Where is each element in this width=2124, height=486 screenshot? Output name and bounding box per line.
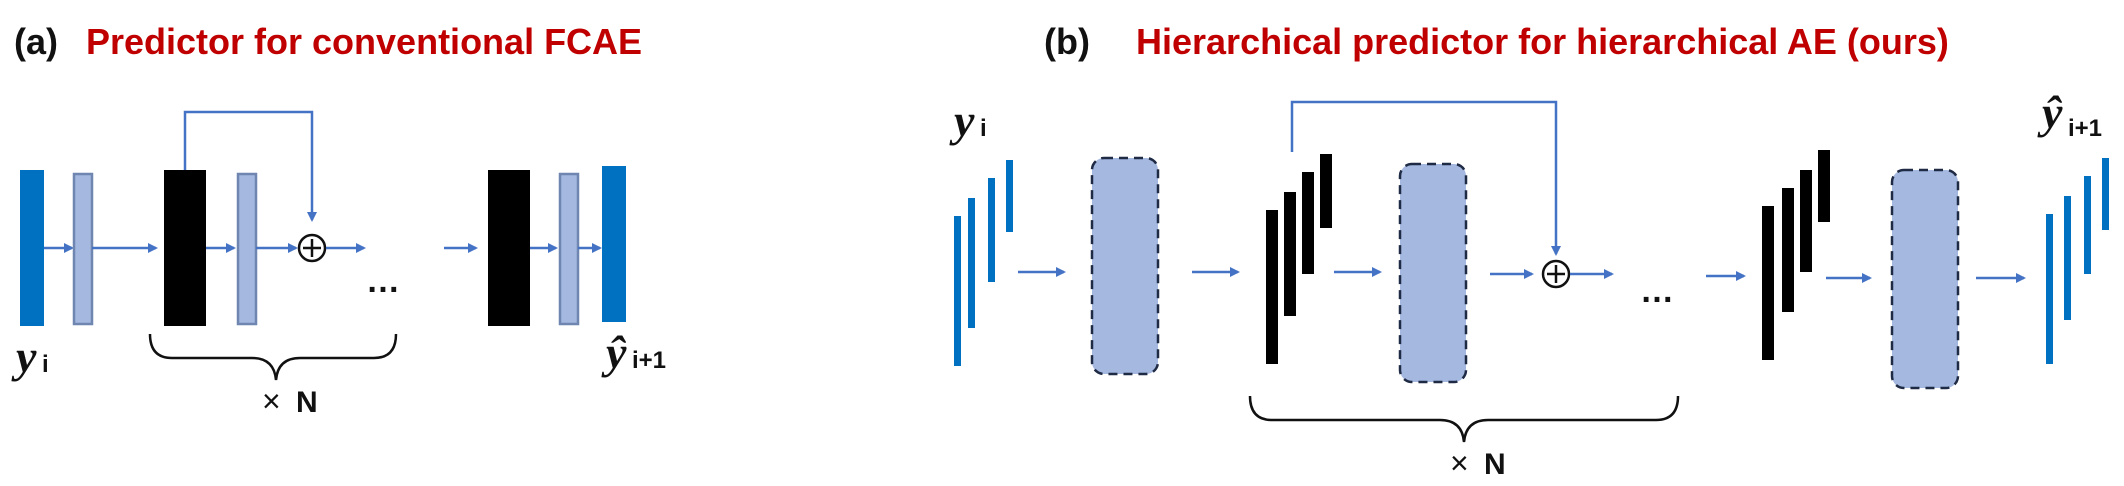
output-level-bar bbox=[2102, 158, 2109, 230]
black-block bbox=[488, 170, 530, 326]
repeat-times-symbol: × bbox=[262, 383, 281, 419]
skip-connection-arrow bbox=[1290, 100, 1561, 256]
output-var-label: ŷ bbox=[601, 327, 627, 378]
black-block bbox=[164, 170, 206, 326]
repeat-n-label: N bbox=[296, 386, 318, 419]
output-feature-bar bbox=[602, 166, 626, 322]
panel-a-title: Predictor for conventional FCAE bbox=[86, 21, 642, 62]
output-var-subscript: i+1 bbox=[2068, 115, 2102, 142]
output-level-bar bbox=[2064, 196, 2071, 320]
black-level-bar bbox=[1302, 172, 1314, 274]
panel-b: (b) Hierarchical predictor for hierarchi… bbox=[949, 21, 2109, 481]
input-level-bar bbox=[1006, 160, 1013, 232]
panel-a-letter: (a) bbox=[14, 21, 58, 62]
output-var-subscript: i+1 bbox=[632, 347, 666, 374]
black-level-bar bbox=[1320, 154, 1332, 228]
black-level-bar bbox=[1284, 192, 1296, 316]
output-level-bar bbox=[2046, 214, 2053, 364]
input-var-label: y bbox=[949, 95, 975, 146]
black-level-bar bbox=[1762, 206, 1774, 360]
input-level-bar bbox=[954, 216, 961, 366]
black-level-bar bbox=[1266, 210, 1278, 364]
panel-b-title: Hierarchical predictor for hierarchical … bbox=[1136, 21, 1949, 62]
input-var-subscript: i bbox=[980, 115, 987, 142]
ellipsis: … bbox=[366, 262, 400, 300]
linear-layer-block bbox=[558, 172, 580, 326]
repeat-n-label: N bbox=[1484, 448, 1506, 481]
input-var-label: y bbox=[11, 331, 37, 382]
black-level-bar bbox=[1818, 150, 1830, 222]
input-feature-bar bbox=[20, 170, 44, 326]
hierarchical-layer-block bbox=[1090, 156, 1160, 376]
linear-layer-block bbox=[236, 172, 258, 326]
output-level-bar bbox=[2084, 176, 2091, 274]
skip-connection-arrow bbox=[183, 110, 317, 222]
ellipsis: … bbox=[1640, 272, 1674, 310]
input-level-bar bbox=[968, 198, 975, 328]
panel-b-letter: (b) bbox=[1044, 21, 1090, 62]
black-level-bar bbox=[1782, 188, 1794, 312]
input-level-bar bbox=[988, 178, 995, 282]
panel-a: (a) Predictor for conventional FCAE … × … bbox=[11, 21, 666, 419]
repeat-brace bbox=[1248, 395, 1680, 443]
black-level-bar bbox=[1800, 170, 1812, 272]
repeat-brace bbox=[148, 333, 398, 381]
hierarchical-layer-block bbox=[1398, 162, 1468, 384]
repeat-times-symbol: × bbox=[1450, 445, 1469, 481]
output-var-label: ŷ bbox=[2037, 87, 2063, 138]
input-var-subscript: i bbox=[42, 351, 49, 378]
hierarchical-layer-block bbox=[1890, 168, 1960, 390]
linear-layer-block bbox=[72, 172, 94, 326]
